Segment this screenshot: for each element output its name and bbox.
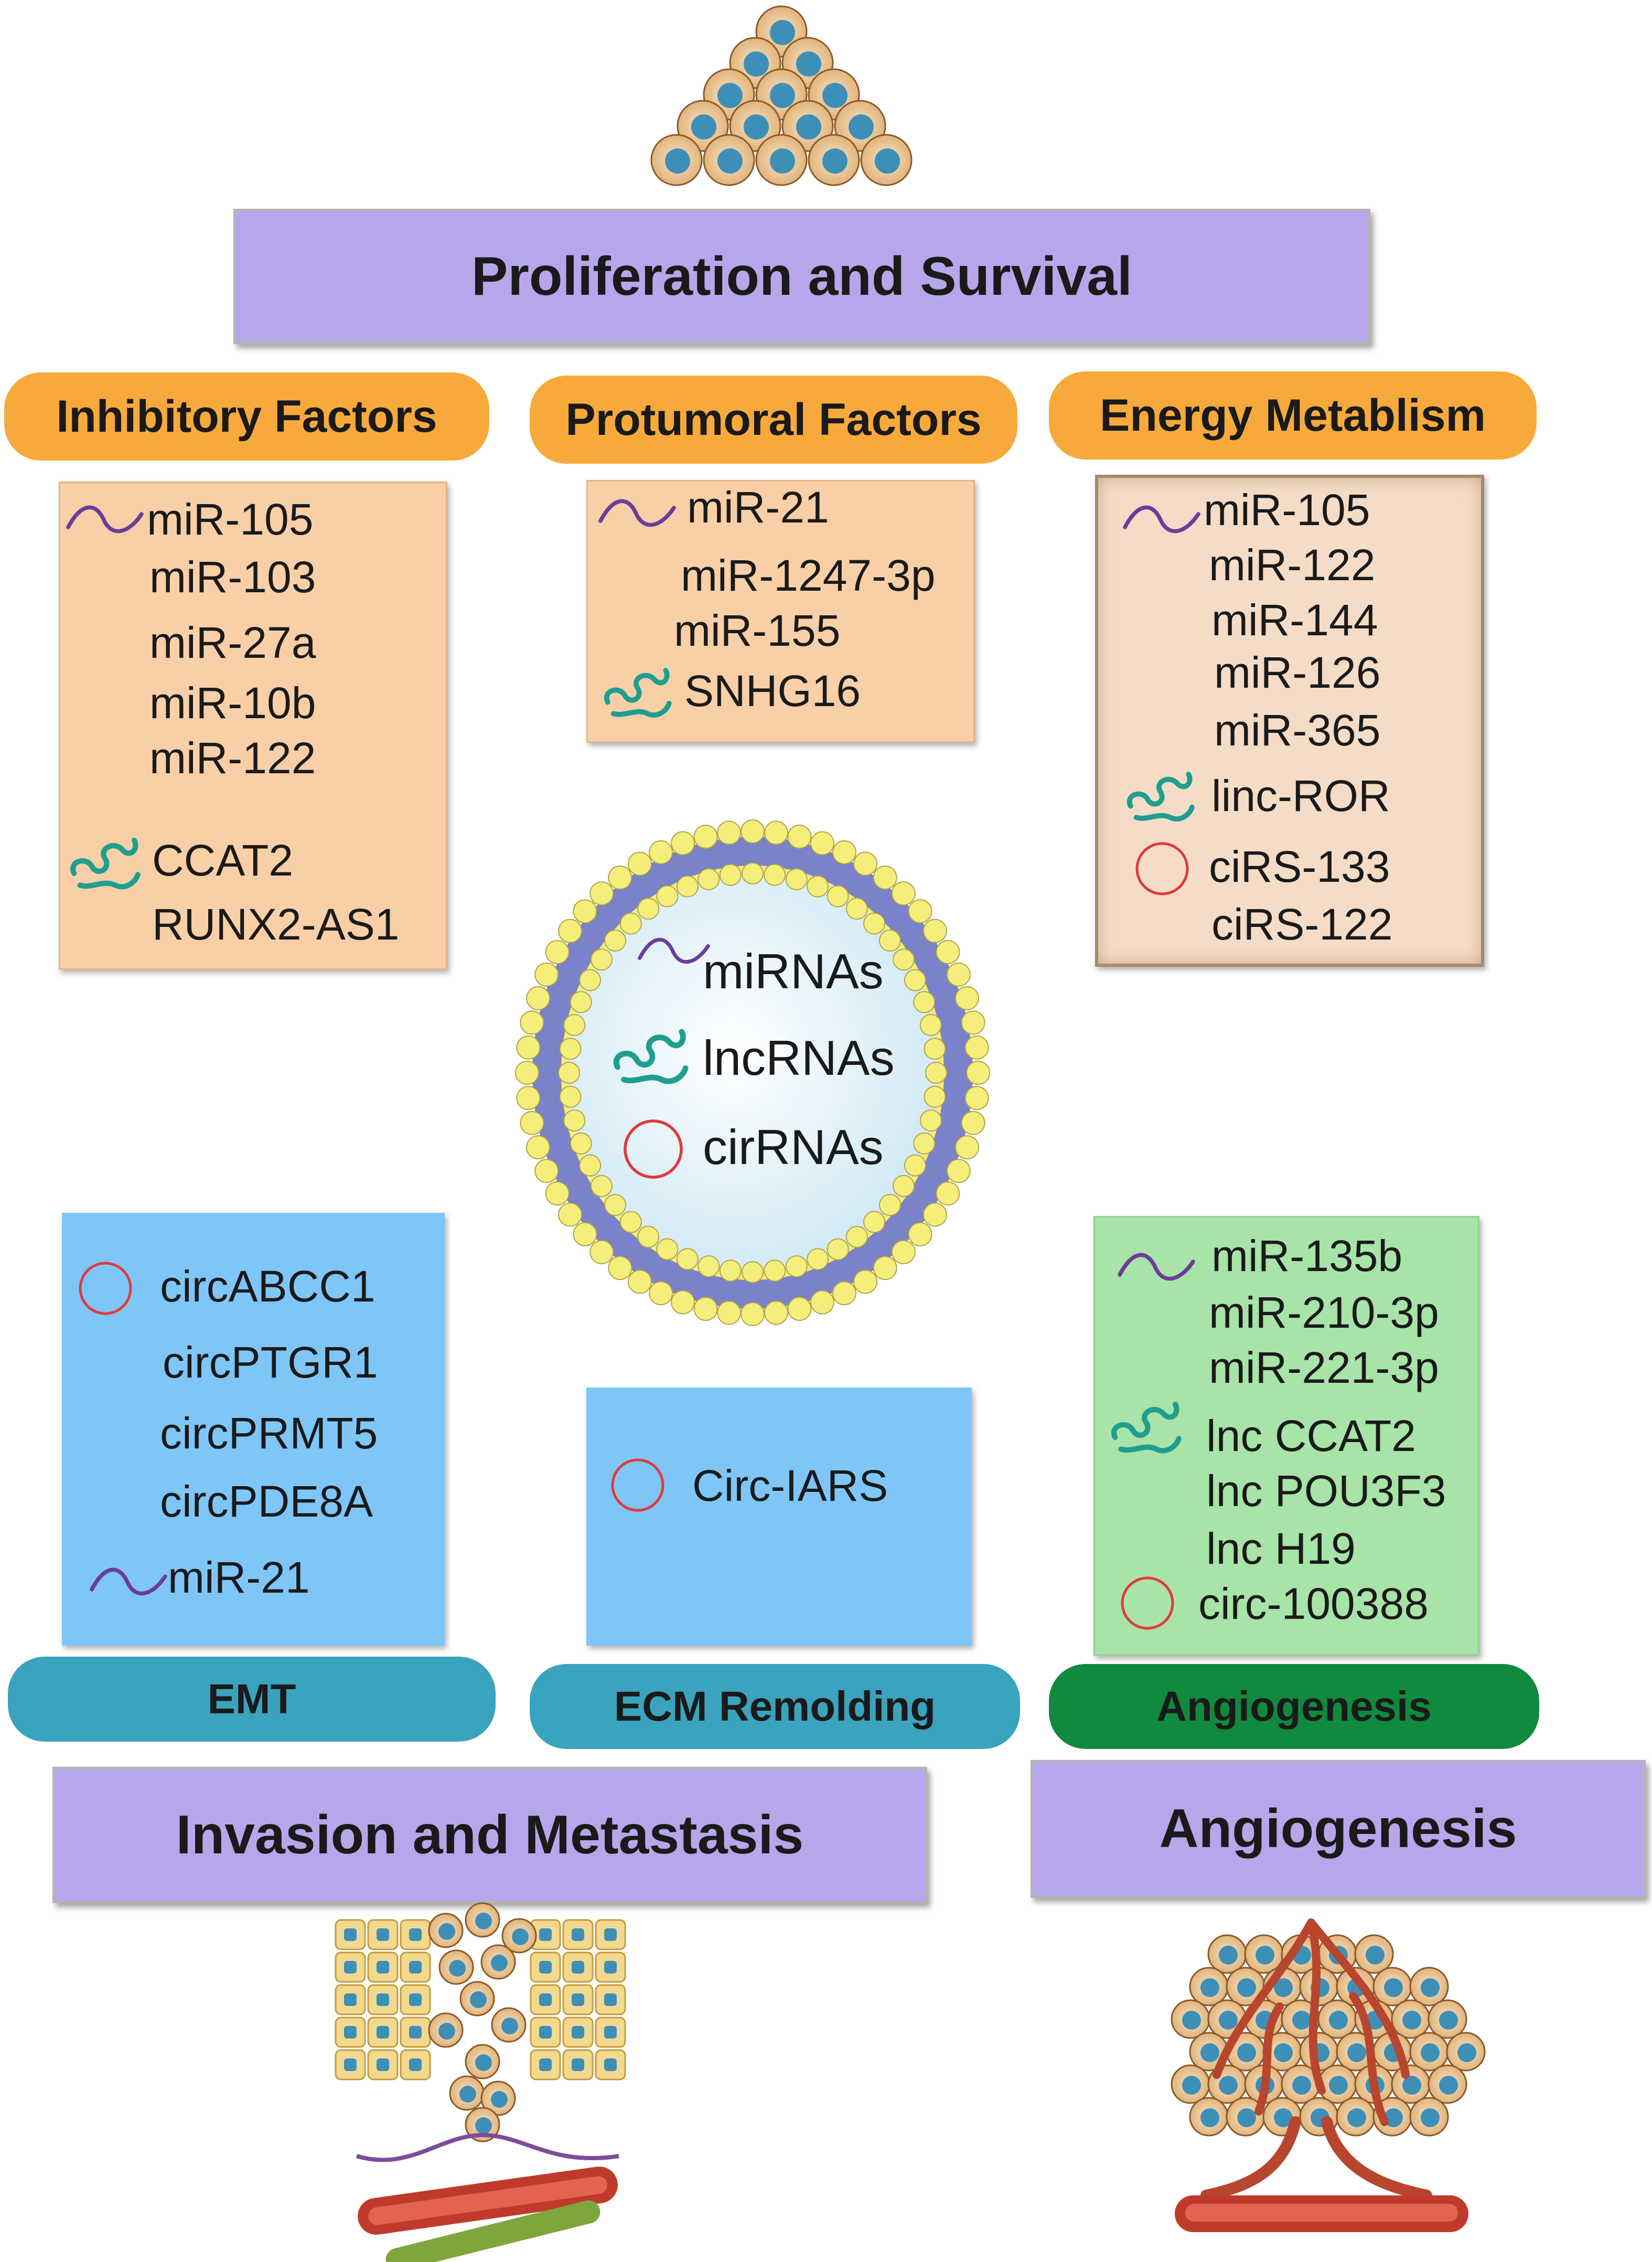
ecm-remodeling-box (586, 1388, 972, 1646)
banner-bottom-left-text: Invasion and Metastasis (176, 1804, 804, 1865)
list-item: miR-103 (149, 552, 316, 602)
list-item: lnc CCAT2 (1206, 1411, 1416, 1460)
circrna-ring-icon (76, 1259, 135, 1318)
list-item: circPDE8A (160, 1477, 373, 1526)
lncrna-coil-icon (611, 1023, 687, 1086)
list-item: Circ-IARS (692, 1461, 888, 1510)
emt-box (62, 1213, 445, 1646)
list-item: miR-155 (674, 606, 841, 655)
lncrna-coil-icon (1109, 1395, 1180, 1456)
banner-bottom-right-text: Angiogenesis (1159, 1798, 1517, 1859)
list-item: ciRS-133 (1209, 842, 1390, 891)
list-item: miR-122 (149, 733, 316, 783)
proliferation-survival-banner: Proliferation and Survival (233, 209, 1370, 344)
angiogenesis-pill: Angiogenesis (1049, 1664, 1539, 1749)
circrna-ring-icon (1118, 1574, 1177, 1633)
mirna-strand-icon (598, 492, 677, 534)
energy-metabolism-box (1095, 475, 1484, 967)
list-item: miR-122 (1209, 540, 1376, 590)
ecm-remodeling-pill: ECM Remolding (530, 1664, 1020, 1749)
mirna-strand-icon (1117, 1246, 1196, 1288)
list-item: miR-221-3p (1209, 1343, 1439, 1392)
tumor-cell-cluster-icon (650, 5, 913, 186)
banner-top-text: Proliferation and Survival (471, 246, 1132, 307)
invasion-metastasis-banner: Invasion and Metastasis (52, 1767, 927, 1903)
inhibitory-factors-pill: Inhibitory Factors (4, 372, 489, 461)
list-item: miR-1247-3p (681, 551, 936, 600)
mirna-strand-icon (89, 1561, 168, 1603)
circrna-ring-icon (620, 1116, 686, 1182)
ecm-remodeling-label: ECM Remolding (614, 1683, 936, 1730)
list-item: miR-105 (147, 495, 314, 544)
angiogenesis-banner: Angiogenesis (1031, 1760, 1646, 1898)
protumoral-factors-pill: Protumoral Factors (530, 376, 1017, 464)
inhibitory-factors-label: Inhibitory Factors (56, 391, 437, 442)
emt-pill: EMT (8, 1657, 496, 1742)
list-item: circABCC1 (160, 1262, 376, 1311)
list-item: miR-10b (149, 678, 316, 728)
list-item: ciRS-122 (1211, 900, 1393, 949)
angiogenesis-tumor-icon (1171, 1918, 1486, 2232)
circrna-ring-icon (608, 1456, 667, 1514)
list-item: circPRMT5 (160, 1409, 378, 1458)
list-item: RUNX2-AS1 (152, 900, 400, 949)
list-item: miR-126 (1214, 648, 1381, 697)
energy-metabolism-pill: Energy Metablism (1049, 371, 1537, 460)
protumoral-factors-label: Protumoral Factors (565, 394, 982, 445)
mirna-strand-icon (66, 498, 144, 540)
mirna-strand-icon (1122, 498, 1201, 540)
list-item: miR-365 (1214, 706, 1381, 755)
list-item: lnc POU3F3 (1206, 1466, 1446, 1516)
lncrna-coil-icon (602, 662, 670, 720)
list-item: lnc H19 (1206, 1524, 1356, 1573)
list-item: miR-105 (1204, 485, 1370, 535)
lncrna-coil-icon (1125, 766, 1193, 824)
list-item: miR-144 (1211, 595, 1378, 645)
angiogenesis-box (1093, 1216, 1479, 1656)
legend-mirnas: miRNAs (703, 944, 884, 999)
list-item: CCAT2 (152, 836, 294, 885)
list-item: circ-100388 (1198, 1579, 1429, 1628)
list-item: linc-ROR (1211, 771, 1390, 820)
list-item: circPTGR1 (163, 1338, 378, 1387)
lncrna-coil-icon (68, 831, 139, 892)
invasion-vessel-icon (335, 1902, 626, 2262)
list-item: miR-210-3p (1209, 1288, 1439, 1337)
emt-label: EMT (207, 1676, 296, 1722)
exosome-vesicle-icon (515, 819, 990, 1326)
mirna-strand-icon (637, 931, 711, 970)
energy-metabolism-label: Energy Metablism (1100, 390, 1486, 441)
list-item: miR-21 (687, 483, 829, 532)
legend-lncrnas: lncRNAs (703, 1030, 895, 1085)
angiogenesis-label: Angiogenesis (1156, 1683, 1432, 1730)
list-item: miR-21 (168, 1553, 310, 1602)
list-item: miR-27a (149, 618, 316, 667)
list-item: miR-135b (1211, 1231, 1403, 1281)
legend-cirrnas: cirRNAs (703, 1119, 884, 1175)
list-item: SNHG16 (684, 666, 861, 716)
circrna-ring-icon (1133, 839, 1192, 898)
